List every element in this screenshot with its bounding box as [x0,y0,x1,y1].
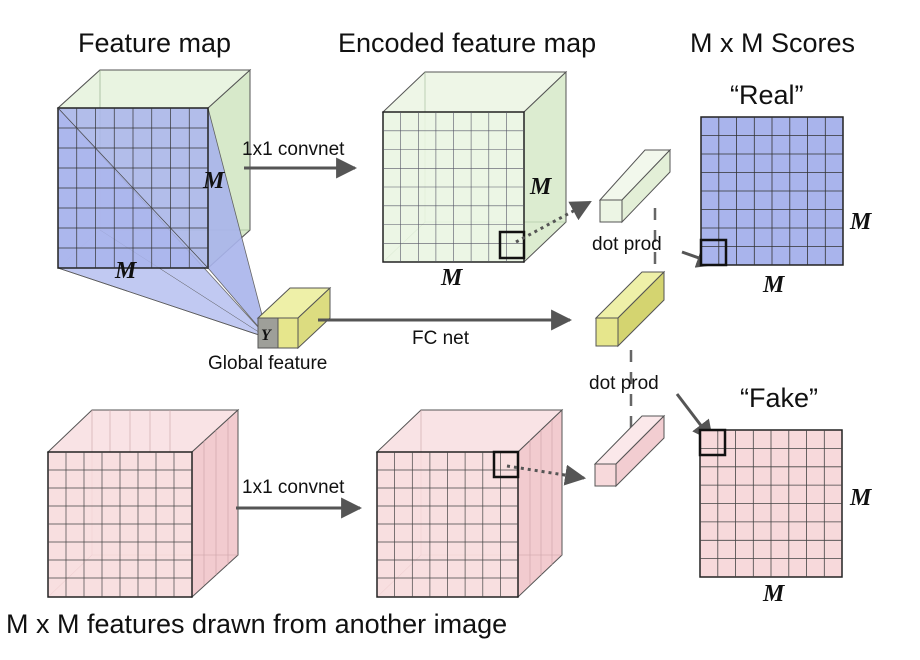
encoded-feature-map-cube [381,70,568,264]
y-label: Y [261,327,272,344]
encoded-other-highlight-cell [492,450,520,479]
real-label: “Real” [730,80,804,110]
header-scores: M x M Scores [690,28,855,58]
dot-prod-bottom-label: dot prod [589,373,659,394]
encoded-highlight-cell [498,230,526,260]
global-vector-yellow [594,270,666,348]
m-label-feature-map-bottom: M [114,258,138,284]
encoded-vector-green [598,148,672,224]
convnet-top-label: 1x1 convnet [242,139,345,160]
m-label-real-right: M [849,209,873,235]
convnet-bottom-label: 1x1 convnet [242,477,345,498]
global-feature-label: Global feature [208,353,327,374]
encoded-other-cube [375,408,564,599]
header-encoded-feature-map: Encoded feature map [338,28,596,58]
global-feature-vector [256,286,332,350]
real-highlight-cell [699,238,728,267]
other-image-feature-cube [46,408,240,599]
m-label-fake-bottom: M [762,581,786,607]
dot-prod-top-label: dot prod [592,234,662,255]
feature-map-cube [56,68,270,339]
m-label-encoded-bottom: M [440,265,464,291]
real-score-grid [699,116,844,267]
fake-label: “Fake” [740,383,818,413]
m-label-real-bottom: M [762,272,786,298]
m-label-feature-map-right: M [202,168,226,194]
header-feature-map: Feature map [78,28,231,58]
m-label-fake-right: M [849,485,873,511]
m-label-encoded-right: M [529,174,553,200]
dotted-arrow-top [515,200,592,244]
fc-net-label: FC net [412,328,470,349]
dotted-arrow-bottom [506,464,587,486]
fake-score-grid [698,428,843,578]
bottom-caption: M x M features drawn from another image [6,609,507,639]
fake-highlight-cell [698,428,727,457]
encoded-vector-pink [593,414,666,488]
